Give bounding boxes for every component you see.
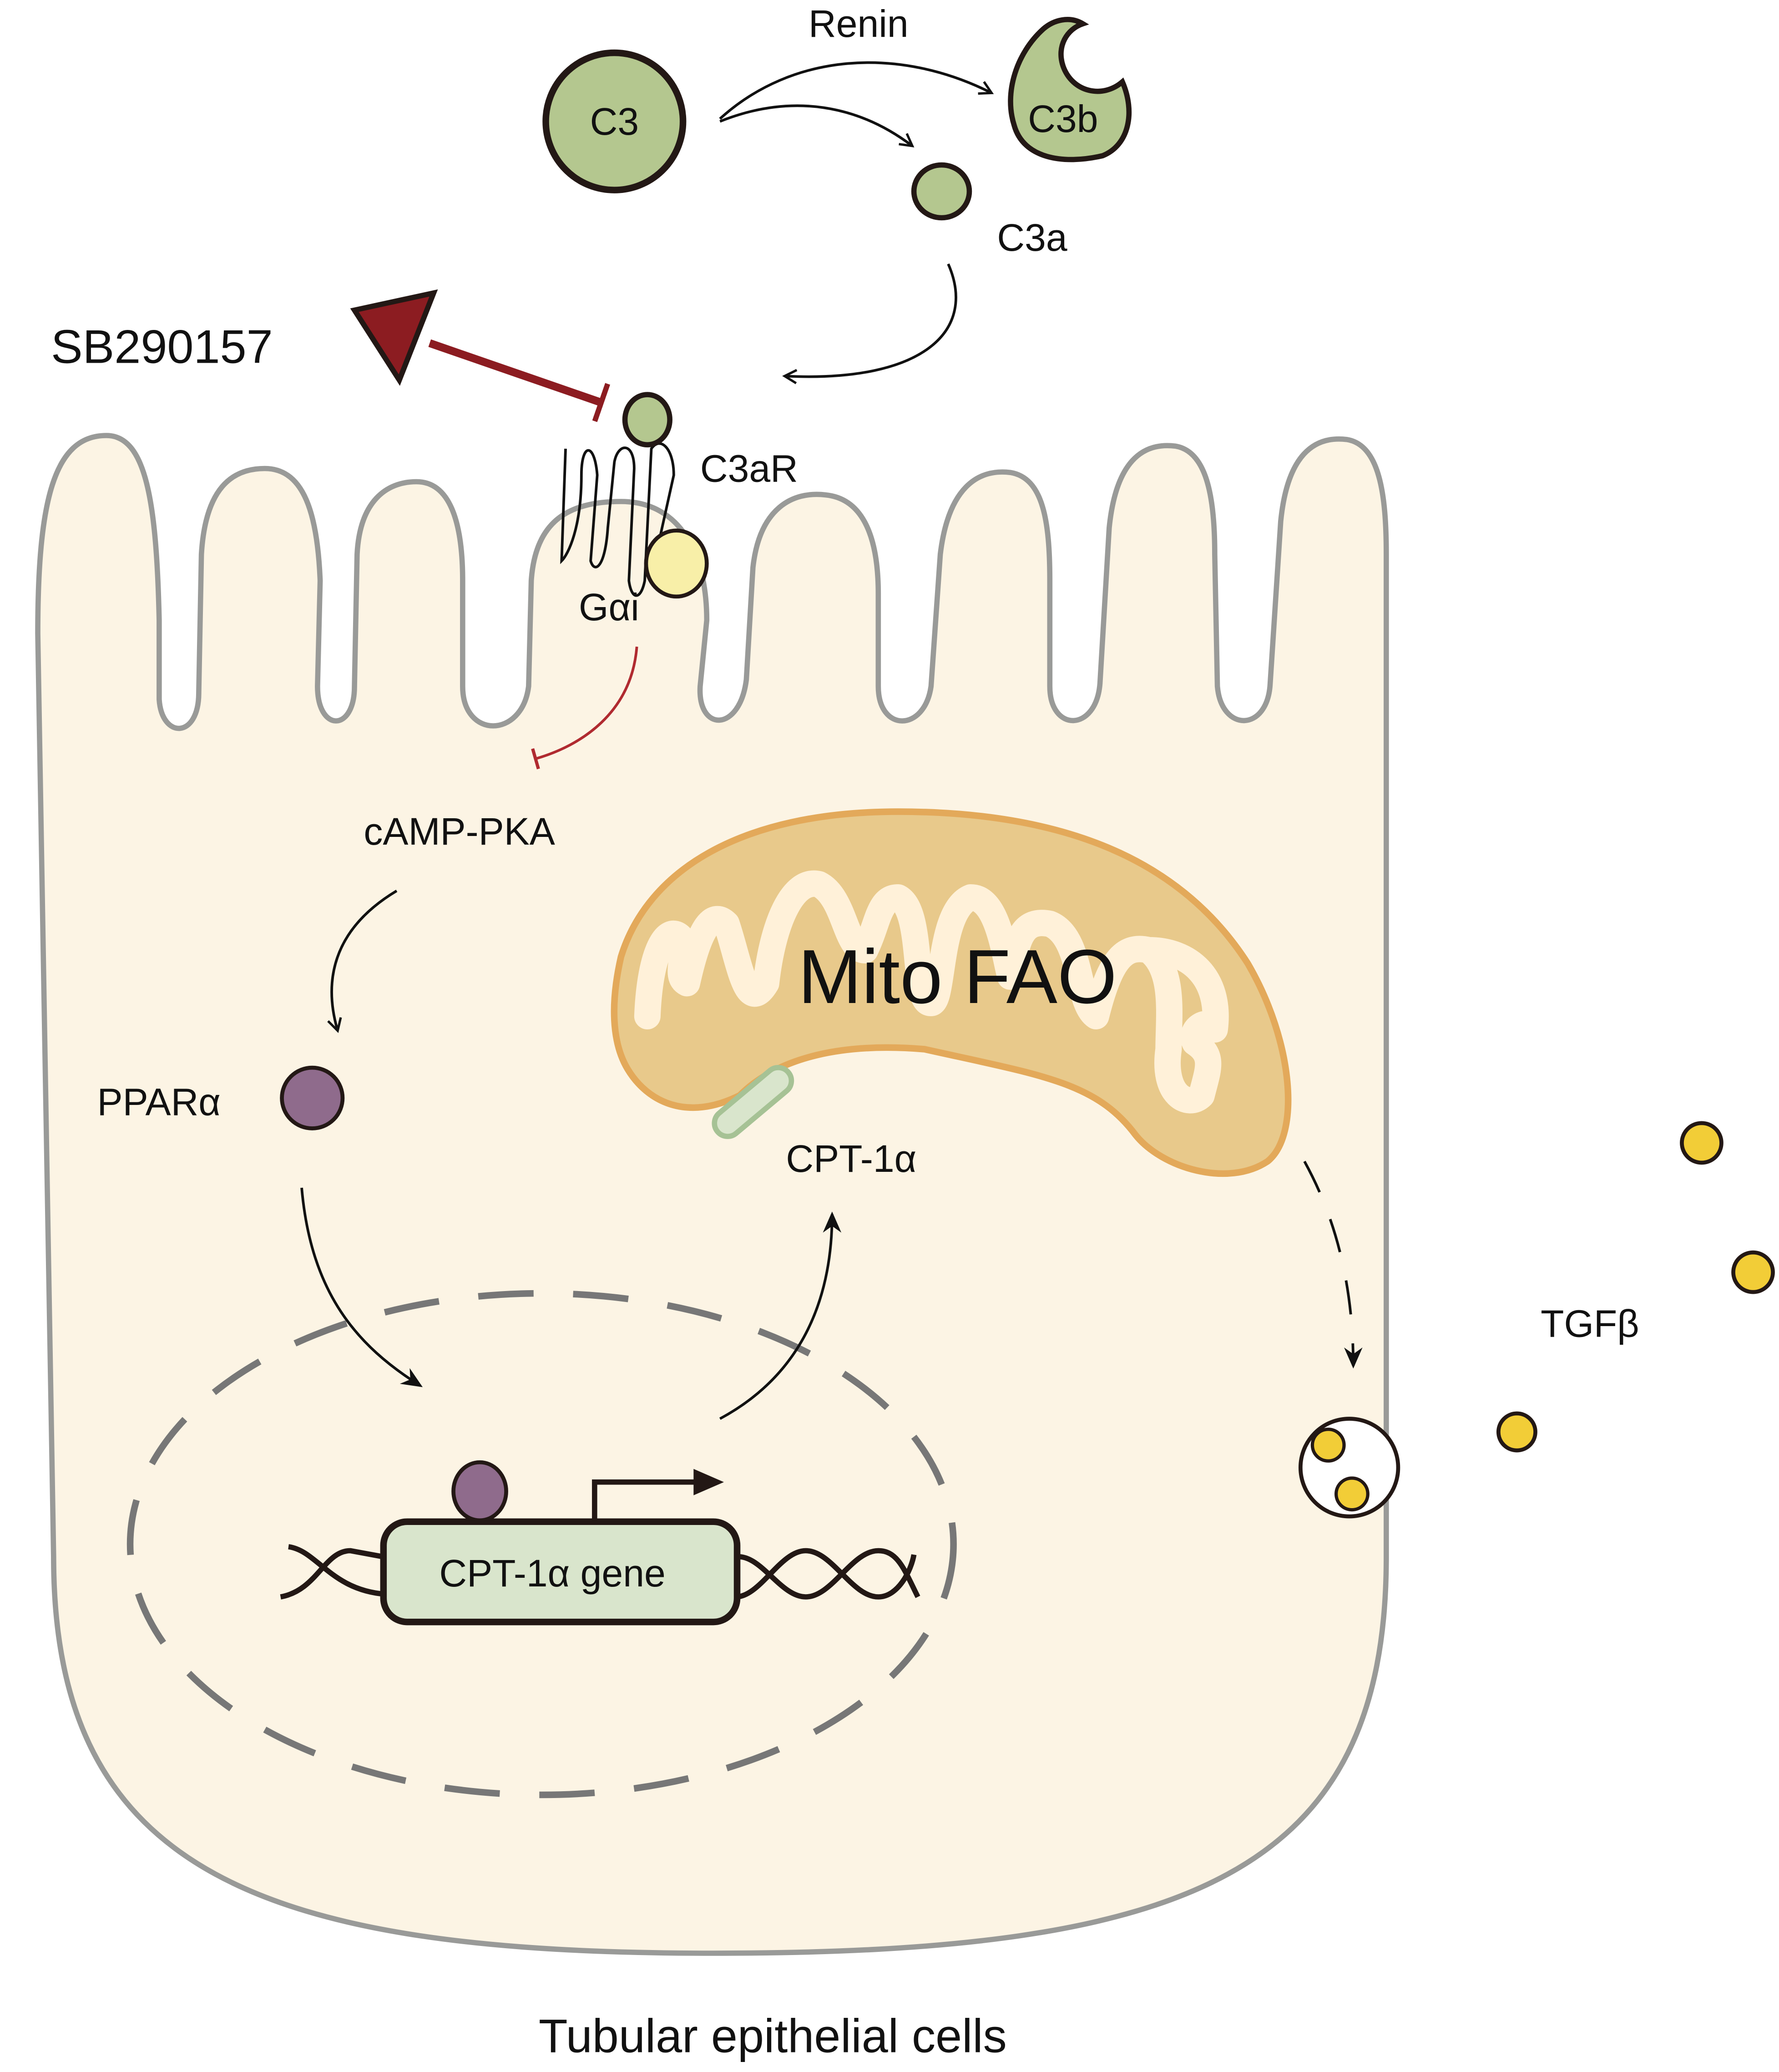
tgfb-particle-1 (1680, 1121, 1723, 1165)
arrow-c3-to-c3a (719, 104, 915, 147)
cpt1-transporter-icon (712, 1065, 794, 1139)
c3ar-receptor: C3aR Gαi (531, 392, 798, 770)
inhibition-line-sb (428, 339, 611, 422)
tgfb-particle-3 (1496, 1411, 1537, 1453)
c3b-label: C3b (1028, 97, 1098, 140)
cpt1-label: CPT-1α (786, 1137, 916, 1180)
inhibitor-group: SB290157 (51, 289, 611, 422)
c3b-molecule (1008, 17, 1132, 162)
transcription-start-arrow-icon (592, 1479, 700, 1520)
arrow-ppar-to-gene (300, 1187, 423, 1388)
arrow-gene-to-cpt1 (719, 1211, 842, 1420)
c3a-molecule (911, 162, 972, 221)
mito-label: Mito FAO (798, 934, 1117, 1019)
gene-box (380, 1518, 741, 1626)
ppar-icon (280, 1065, 345, 1130)
mito-cristae (634, 870, 1229, 1114)
arrow-camp-to-ppar (327, 890, 398, 1033)
tgfb-label: TGFβ (1541, 1302, 1639, 1345)
arrow-c3a-to-receptor (782, 263, 957, 385)
c3-molecule (542, 49, 687, 193)
inhibitor-triangle-icon (350, 289, 438, 386)
c3a-label: C3a (997, 216, 1067, 259)
camp-pka-label: cAMP-PKA (364, 810, 555, 853)
tgfb-secretion: TGFβ (1298, 1121, 1775, 1519)
tgfb-particle-2 (1731, 1250, 1775, 1294)
ppar-label: PPARα (97, 1080, 221, 1123)
cell-membrane (35, 433, 1389, 1956)
mitochondrion: Mito FAO CPT-1α (611, 808, 1292, 1180)
c3-label: C3 (590, 100, 639, 143)
dna-left-icon (280, 1544, 387, 1600)
transcription-arrowhead-icon (693, 1469, 724, 1495)
inhibition-line-galpha (531, 646, 638, 770)
complement-cascade: C3 C3b Renin C3a (542, 2, 1132, 385)
arrow-c3-to-c3b (719, 61, 994, 120)
ppar-bound-icon (451, 1460, 508, 1523)
caption: Tubular epithelial cells (539, 2009, 1007, 2062)
c3a-bound-icon (622, 392, 672, 448)
tgfb-in-vesicle-2 (1334, 1476, 1370, 1512)
renin-label: Renin (809, 2, 909, 45)
inhibitor-label: SB290157 (51, 320, 273, 374)
tgfb-in-vesicle-1 (1310, 1428, 1346, 1463)
dna-right-icon (732, 1548, 920, 1600)
galpha-label: Gαi (579, 586, 639, 628)
nucleus: CPT-1α gene (126, 1211, 957, 1798)
nuclear-envelope (126, 1290, 957, 1798)
gene-label: CPT-1α gene (439, 1552, 665, 1595)
receptor-label: C3aR (700, 447, 798, 490)
arrow-mito-to-vesicle (1303, 1160, 1363, 1369)
galpha-icon (644, 528, 709, 599)
